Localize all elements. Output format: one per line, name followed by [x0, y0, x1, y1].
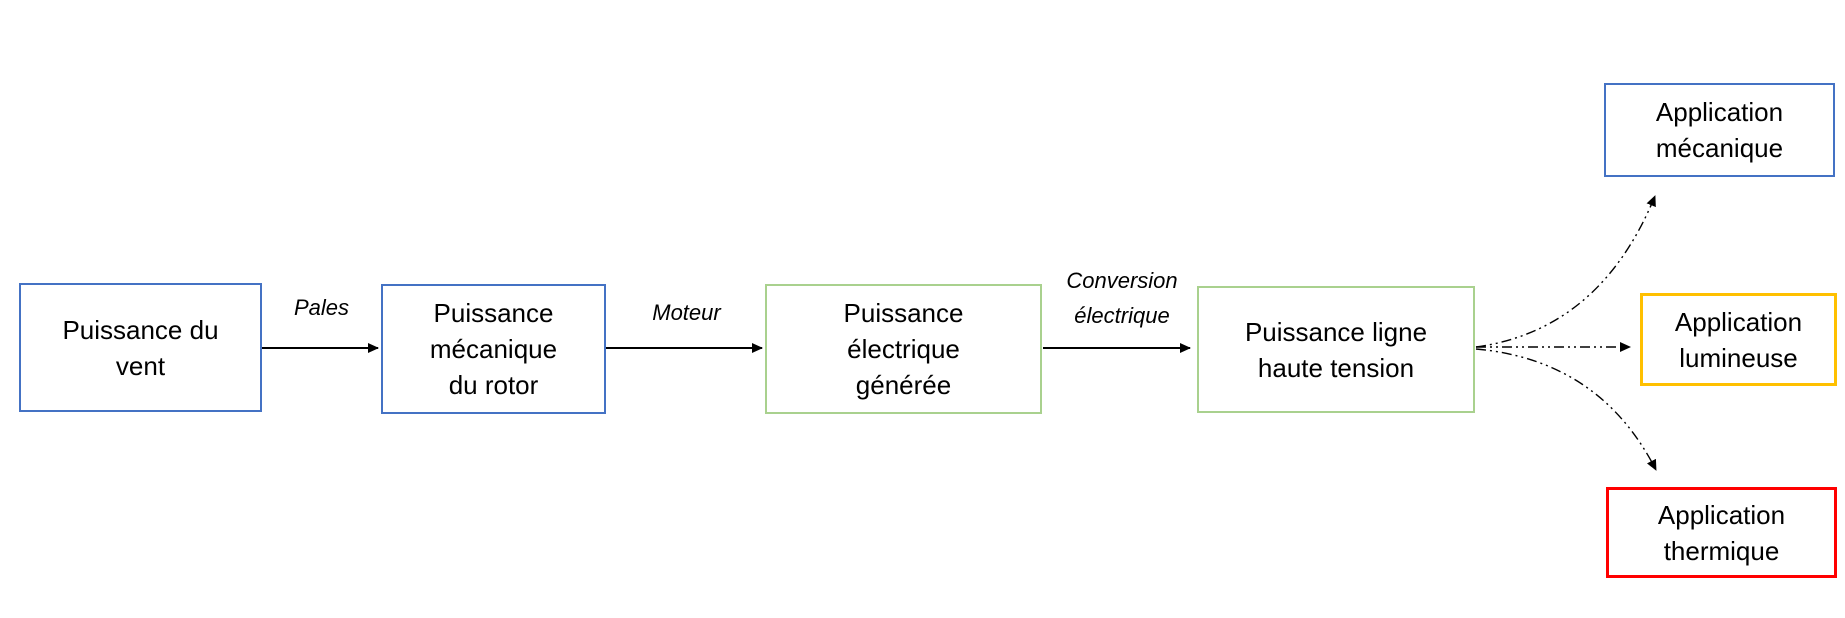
node-label-line: Puissance ligne [1244, 316, 1428, 347]
node-label-line: générée [855, 370, 952, 400]
edge-label-line: électrique [1074, 303, 1170, 328]
dashed-arrow-to-application-thermique [1475, 348, 1657, 471]
node-label-line: vent [115, 350, 166, 381]
node-label-line: Application [1657, 499, 1786, 530]
node-label-line: thermique [1663, 535, 1780, 566]
node-puissance-du-vent: Puissance du vent [19, 283, 262, 412]
node-puissance-mecanique-rotor: Puissance mécanique du rotor [381, 284, 606, 414]
edge-label-line: Conversion [1066, 268, 1178, 293]
node-label-line: mécanique [429, 334, 558, 364]
node-application-lumineuse: Application lumineuse [1640, 293, 1837, 386]
node-label-line: Application [1655, 97, 1784, 127]
node-puissance-electrique-generee: Puissance électrique générée [765, 284, 1042, 414]
node-label-line: Application [1674, 306, 1803, 337]
node-label-line: mécanique [1655, 133, 1784, 163]
edge-label-moteur: Moteur [652, 300, 721, 325]
edge-label-conversion-electrique: Conversion électrique [1044, 263, 1200, 333]
node-label-line: haute tension [1257, 352, 1415, 383]
node-puissance-ligne-haute-tension: Puissance ligne haute tension [1197, 286, 1475, 413]
node-label-line: du rotor [448, 370, 539, 400]
dashed-arrow-to-application-mecanique [1475, 195, 1656, 348]
node-label-line: Puissance [843, 298, 964, 328]
node-label-line: électrique [847, 334, 960, 364]
edge-label-pales: Pales [293, 295, 350, 320]
node-label-line: Puissance [433, 298, 554, 328]
node-application-mecanique: Application mécanique [1604, 83, 1835, 177]
node-label-line: Puissance du [62, 314, 219, 345]
node-application-thermique: Application thermique [1606, 487, 1837, 578]
node-label-line: lumineuse [1679, 342, 1798, 373]
